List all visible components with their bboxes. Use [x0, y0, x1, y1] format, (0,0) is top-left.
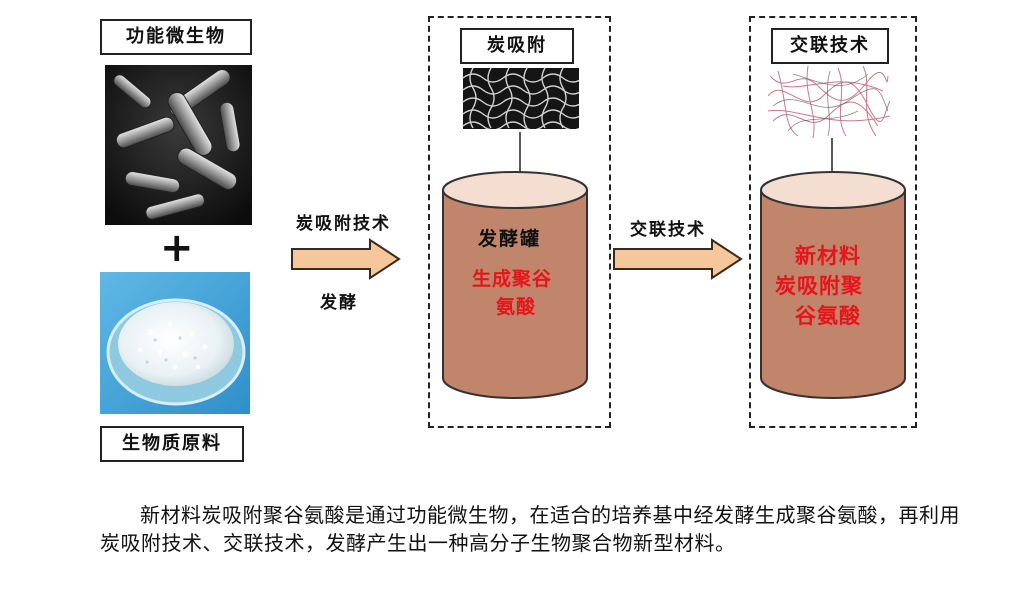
arrow1-bottom-label: 发酵 [320, 293, 358, 313]
tank1-frame-label: 炭吸附 [460, 28, 574, 64]
tank2-line-2: 炭吸附聚 [775, 273, 863, 298]
tank1-cylinder [442, 171, 588, 399]
description-paragraph: 新材料炭吸附聚谷氨酸是通过功能微生物，在适合的培养基中经发酵生成聚谷氨酸，再利用… [100, 501, 980, 557]
description-text: 新材料炭吸附聚谷氨酸是通过功能微生物，在适合的培养基中经发酵生成聚谷氨酸，再利用… [100, 503, 960, 555]
arrow1-top-label: 炭吸附技术 [296, 214, 391, 234]
tank2-line-1: 新材料 [795, 243, 861, 268]
biomass-image [100, 272, 250, 414]
arrow2-top-label: 交联技术 [630, 220, 706, 240]
material-label: 生物质原料 [100, 426, 244, 462]
tank2-line-3: 谷氨酸 [795, 303, 861, 328]
tank1-line-1: 生成聚谷 [472, 268, 553, 290]
tank2-frame-label: 交联技术 [771, 28, 889, 64]
crosslink-network-image [768, 66, 890, 138]
microbe-image [105, 65, 252, 225]
tank1-title: 发酵罐 [478, 228, 542, 250]
arrow1 [291, 238, 401, 280]
tank2-cylinder [760, 171, 906, 399]
tank2-frame [749, 16, 917, 428]
arrow2 [613, 238, 743, 280]
microbe-label: 功能微生物 [100, 19, 252, 55]
tank1-line-2: 氨酸 [496, 296, 537, 318]
carbon-mesh-image [463, 68, 579, 129]
plus-sign: + [160, 225, 194, 271]
tank1-frame [428, 16, 611, 428]
